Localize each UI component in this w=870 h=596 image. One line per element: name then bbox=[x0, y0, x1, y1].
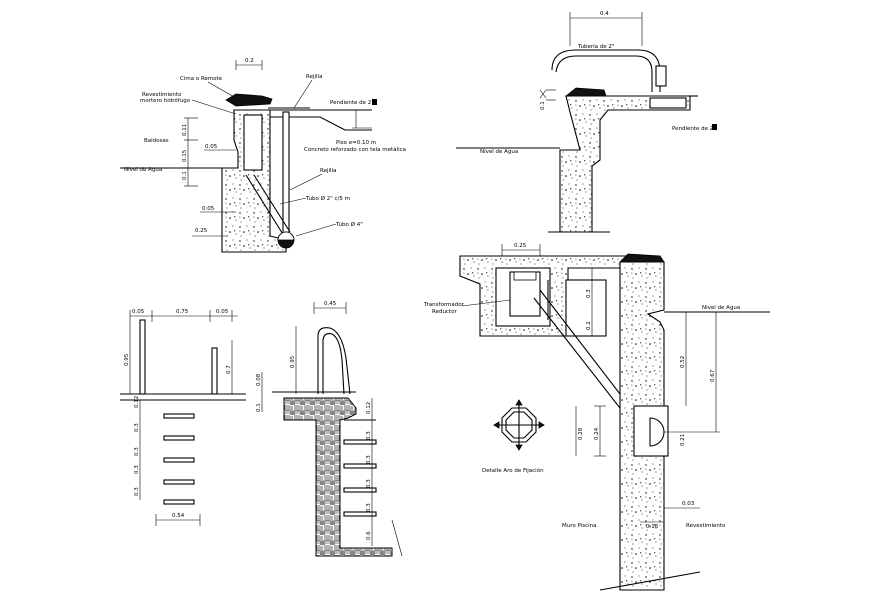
dim-label: 0.25 bbox=[514, 243, 527, 249]
label-tubo-2: Tubo Ø 2" c/5 m bbox=[305, 195, 350, 202]
dim-label: 0.15 bbox=[182, 149, 188, 162]
dim-label: 0.3 bbox=[366, 479, 372, 488]
ladder-rail-right bbox=[211, 347, 218, 395]
dim-label: 0.54 bbox=[172, 513, 185, 519]
dim-label: 0.3 bbox=[366, 455, 372, 464]
ladder-section: 0.45 0.95 0.08 0.1 0.12 0.3 0.3 0.3 0.3 … bbox=[256, 301, 403, 557]
dim-label: 0.24 bbox=[594, 427, 600, 440]
inlet-detail: 0.4 Nivel de Agua 0.1 Tubería de 2" Pend… bbox=[456, 11, 717, 233]
dim-label: 0.75 bbox=[176, 309, 189, 315]
label-nivel-agua-3: Nivel de Agua bbox=[702, 305, 740, 311]
light-fixture bbox=[649, 417, 665, 447]
light-niche bbox=[633, 405, 669, 457]
dim-label: 0.25 bbox=[195, 228, 208, 234]
dim-label: 0.05 bbox=[205, 144, 218, 150]
label-nivel-agua-2: Nivel de Agua bbox=[480, 149, 518, 155]
label-rejilla-mid: Rejilla bbox=[320, 168, 336, 174]
dim-label: 0.12 bbox=[366, 402, 372, 414]
dim-label: 0.7 bbox=[226, 365, 232, 374]
dim-label: 0.3 bbox=[586, 289, 592, 298]
dim-label: 0.2 bbox=[586, 321, 592, 330]
underwater-light-detail: 0.25 0.3 0.2 Nivel de Agua 0.52 0.67 0.2… bbox=[423, 243, 770, 591]
label-cima-remote: Cima o Remote bbox=[180, 76, 223, 82]
dim-label: 0.08 bbox=[256, 373, 262, 386]
pipe-2in bbox=[555, 55, 653, 92]
dim-label: 0.28 bbox=[578, 427, 584, 440]
drain-pipe-vertical bbox=[282, 111, 290, 235]
dim-label: 0.3 bbox=[134, 487, 140, 496]
label-tubo-4: Tubo Ø 4" bbox=[335, 221, 363, 228]
dim-label: 0.1 bbox=[182, 171, 188, 180]
dim-label: 0.05 bbox=[132, 309, 145, 315]
gutter-channel bbox=[243, 114, 263, 171]
dim-label: 0.45 bbox=[324, 301, 337, 307]
dim-label: 0.21 bbox=[680, 434, 686, 446]
ladder-step-2 bbox=[163, 435, 195, 441]
label-tuberia-2: Tubería de 2" bbox=[577, 43, 614, 50]
dim-label: 0.67 bbox=[710, 369, 716, 382]
dim-label: 0.6 bbox=[366, 531, 372, 540]
ladder-step-5 bbox=[163, 499, 195, 505]
gutter-detail: 0.2 0.11 0.15 0.1 0.05 0.05 0.25 bbox=[120, 58, 406, 253]
dim-label: 0.3 bbox=[134, 465, 140, 474]
dim-label: 0.03 bbox=[682, 501, 695, 507]
label-muro-piscina: Muro Piscina bbox=[562, 523, 596, 529]
label-revestimiento-mortero-1: Revestimiento bbox=[142, 92, 182, 98]
ladder-elevation: 0.05 0.75 0.05 0.95 0.7 0.12 0.3 0.3 0.3… bbox=[120, 309, 246, 526]
label-transformador-2: Reductor bbox=[432, 309, 457, 315]
fixing-ring-detail bbox=[493, 399, 545, 451]
dim-label: 0.3 bbox=[134, 447, 140, 456]
dim-label: 0.1 bbox=[256, 403, 262, 412]
label-piso: Piso e=0.10 m bbox=[336, 140, 376, 146]
dim-label: 0.95 bbox=[124, 353, 130, 366]
label-concreto: Concreto reforzado con tela metálica bbox=[304, 146, 406, 153]
dim-label: 0.3 bbox=[366, 431, 372, 440]
label-pendiente-top: Pendiente de 2 bbox=[330, 100, 371, 106]
gutter-concrete bbox=[221, 109, 287, 253]
dim-label: 0.05 bbox=[202, 206, 215, 212]
tiled-pool-wall bbox=[283, 397, 393, 557]
ladder-step-1 bbox=[163, 413, 195, 419]
label-revestimiento-light: Revestimiento bbox=[686, 523, 726, 529]
dim-label: 0.1 bbox=[540, 101, 546, 110]
label-nivel-agua-1: Nivel de Agua bbox=[124, 167, 162, 173]
dim-label: 0.52 bbox=[680, 356, 686, 368]
ladder-step-3 bbox=[163, 457, 195, 463]
dim-label: 0.3 bbox=[366, 503, 372, 512]
inlet-wall-concrete bbox=[559, 95, 691, 233]
label-rejilla-top: Rejilla bbox=[306, 74, 322, 80]
dim-label: 0.4 bbox=[600, 11, 609, 17]
dim-label: 0.2 bbox=[245, 58, 254, 64]
label-revestimiento-mortero-2: mortero hidrófugo bbox=[140, 97, 191, 104]
label-pendiente-right: Pendiente de 2 bbox=[672, 126, 713, 132]
label-detalle-aro: Detalle Aro de Fijación bbox=[482, 467, 544, 474]
label-transformador-1: Transformador bbox=[423, 302, 465, 308]
cap-stone bbox=[225, 93, 273, 107]
ladder-rail-left bbox=[139, 319, 146, 395]
dim-label: 0.95 bbox=[290, 355, 296, 368]
dim-label: 0.16 bbox=[646, 524, 659, 530]
dim-label: 0.3 bbox=[134, 423, 140, 432]
dim-label: 0.05 bbox=[216, 309, 229, 315]
label-baldosas: Baldosas bbox=[144, 138, 169, 144]
dim-label: 0.12 bbox=[134, 396, 140, 408]
dim-label: 0.11 bbox=[182, 124, 188, 136]
ladder-step-4 bbox=[163, 479, 195, 485]
handrail bbox=[317, 327, 351, 395]
